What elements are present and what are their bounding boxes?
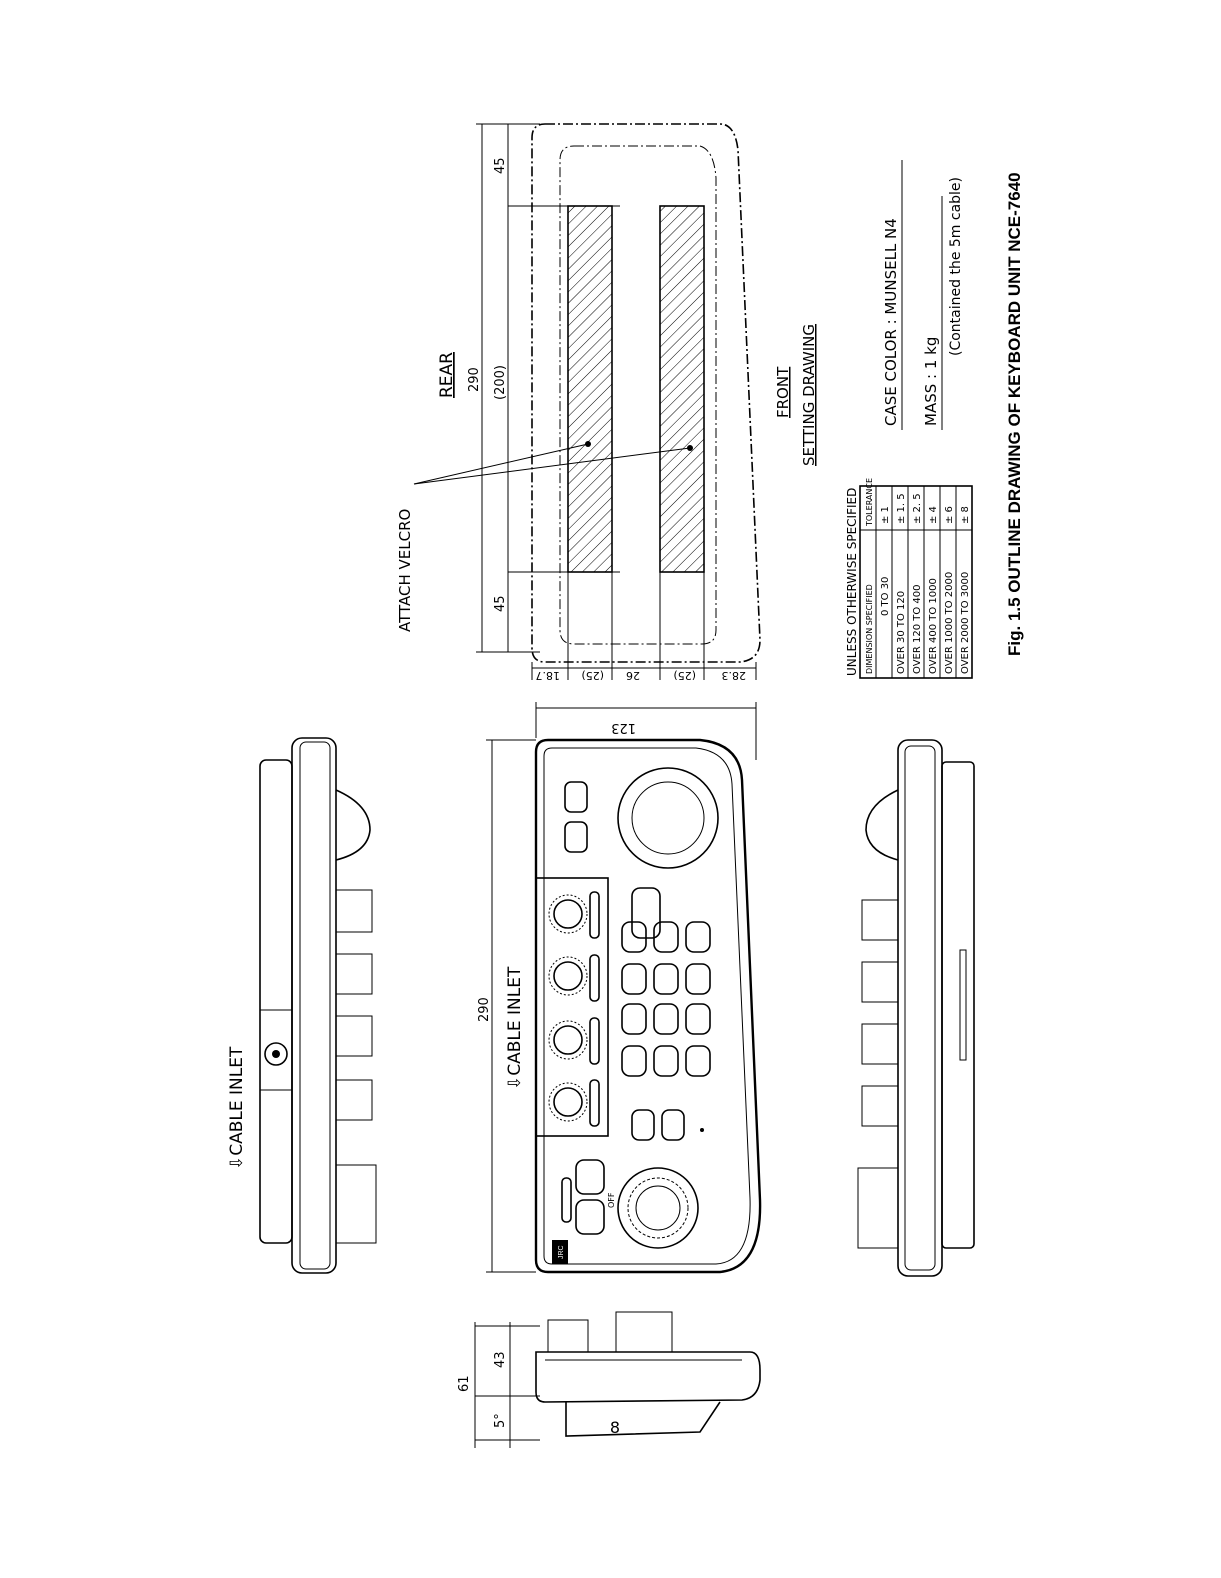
tol-row-value: ± 8 <box>960 506 971 524</box>
front-depth-label: 123 <box>611 720 636 735</box>
front-label: FRONT <box>774 366 792 418</box>
rear-title: REAR <box>437 352 457 398</box>
rear-left-margin: 45 <box>493 595 508 612</box>
height-43-label: 43 <box>493 1351 508 1368</box>
tol-row-range: OVER 2000 TO 3000 <box>960 572 971 674</box>
tol-row-range: OVER 30 TO 120 <box>896 591 907 674</box>
side-knob <box>335 889 377 1244</box>
gain-knob <box>548 894 588 1122</box>
velcro-label: ATTACH VELCRO <box>396 509 414 632</box>
bottom-side-view <box>857 739 975 1277</box>
mass-note: (Contained the 5m cable) <box>948 177 964 356</box>
top-side-view: ⇩CABLE INLET <box>227 737 377 1274</box>
rear-dim-3: 26 <box>626 669 640 682</box>
tol-header-dim: DIMENSION SPECIFIED <box>865 584 874 674</box>
tolerance-title: UNLESS OTHERWISE SPECIFIED <box>845 488 859 676</box>
tol-row-range: OVER 400 TO 1000 <box>928 578 939 674</box>
case-color: CASE COLOR : MUNSELL N4 <box>882 218 900 426</box>
rear-dim-2: (25) <box>581 669 604 682</box>
tol-row-value: ± 4 <box>928 506 939 524</box>
rear-overall-dim: 290 <box>467 367 482 392</box>
rear-dim-1: 18.7 <box>536 669 561 682</box>
angle-5-label: 5° <box>493 1413 508 1428</box>
page-number: 8 <box>609 1418 621 1437</box>
velcro-strip <box>659 205 705 573</box>
trackball <box>617 767 719 869</box>
tol-row-value: ± 1 <box>880 506 891 524</box>
rear-dim-5: 28.3 <box>722 669 747 682</box>
top-cable-inlet-label: ⇩CABLE INLET <box>227 1046 247 1170</box>
tol-row-range: OVER 1000 TO 2000 <box>944 572 955 674</box>
tol-row-value: ± 2. 5 <box>912 493 923 524</box>
front-view: ⇩CABLE INLET 290 123 <box>477 702 762 1274</box>
specifications: CASE COLOR : MUNSELL N4 MASS : 1 kg (Con… <box>882 160 964 430</box>
front-width-label: 290 <box>477 997 492 1022</box>
tol-row-value: ± 1. 5 <box>896 493 907 524</box>
logo-text: JRC <box>558 1245 565 1259</box>
velcro-strip <box>567 205 613 573</box>
tol-row-value: ± 6 <box>944 506 955 524</box>
rear-right-margin: 45 <box>493 157 508 174</box>
tol-row-range: 0 TO 30 <box>880 577 891 616</box>
setting-drawing-label: SETTING DRAWING <box>800 324 818 466</box>
tol-row-range: OVER 120 TO 400 <box>912 585 923 675</box>
jrc-logo <box>552 1240 568 1264</box>
tol-header-tol: TOLERANCE <box>865 478 874 527</box>
rear-view: REAR 290 (200) 45 45 ATTACH VELCRO <box>396 123 761 682</box>
keypad <box>621 921 711 1141</box>
off-label: OFF <box>607 1192 616 1208</box>
height-61-label: 61 <box>457 1375 472 1392</box>
rear-dim-4: (25) <box>673 669 696 682</box>
tolerance-table: UNLESS OTHERWISE SPECIFIED DIMENSION SPE… <box>845 478 973 679</box>
front-cable-inlet-label: ⇩CABLE INLET <box>505 966 525 1090</box>
side-profile-view: 61 43 5° <box>457 1311 761 1448</box>
range-dial <box>617 1167 699 1249</box>
figure-caption: Fig. 1.5 OUTLINE DRAWING OF KEYBOARD UNI… <box>1005 172 1024 656</box>
mass: MASS : 1 kg <box>922 337 940 426</box>
rear-center-dim: (200) <box>493 365 508 400</box>
